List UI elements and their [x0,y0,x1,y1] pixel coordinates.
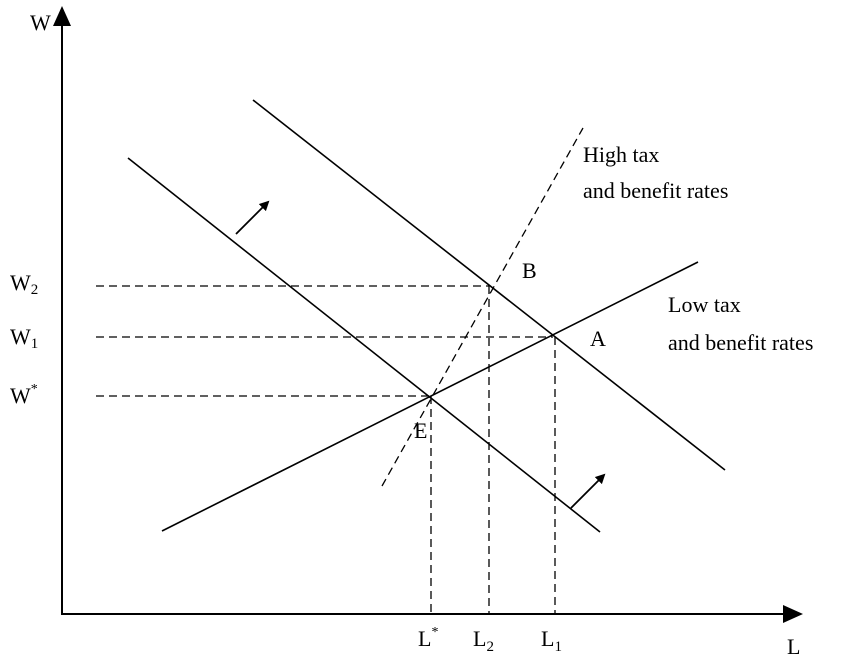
l2-label: L2 [473,626,494,655]
point-b-label: B [522,258,537,283]
high-tax-label-line2: and benefit rates [583,178,728,203]
demand-curve-original [127,157,601,533]
x-axis-arrowhead [783,605,803,623]
point-a-label: A [590,326,606,351]
x-axis-label: L [787,634,800,659]
w2-label: W2 [10,270,38,298]
demand-curve-shifted [252,99,726,471]
wage-curve-high-tax [381,127,584,487]
point-e-label: E [414,418,427,443]
low-tax-label-line2: and benefit rates [668,330,813,355]
lstar-label: L* [418,625,438,651]
wage-curve-low-tax [161,261,699,532]
shift-arrow-lower [570,473,606,509]
l1-label: L1 [541,626,562,655]
shift-arrow-upper [235,200,270,235]
w1-label: W1 [10,324,38,352]
high-tax-label-line1: High tax [583,142,659,167]
y-axis-arrowhead [53,6,71,26]
wstar-label: W* [10,382,38,408]
y-axis-label: W [30,10,51,35]
low-tax-label-line1: Low tax [668,292,741,317]
